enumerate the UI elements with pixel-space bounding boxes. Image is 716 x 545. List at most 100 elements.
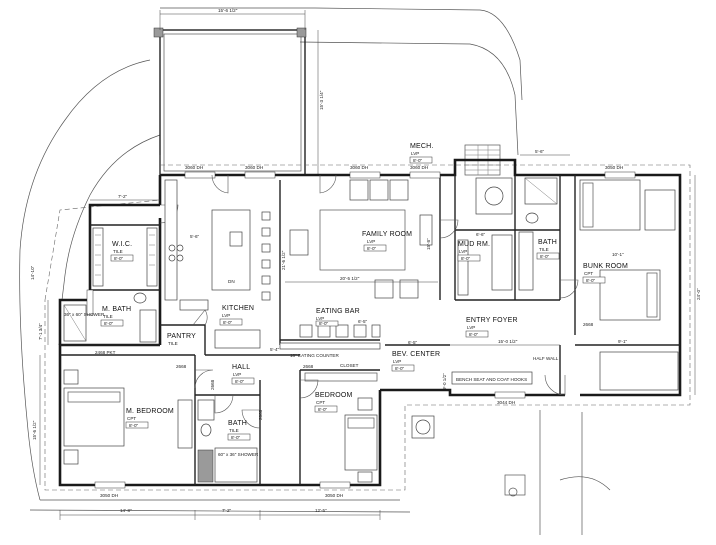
label-m-bedroom: M. BEDROOM [126, 408, 174, 415]
svg-text:TILE: TILE [168, 341, 178, 346]
label-family-room: FAMILY ROOM [362, 231, 412, 238]
label-mech: MECH. [410, 143, 434, 150]
label-pantry: PANTRY [167, 333, 196, 340]
svg-text:LVP: LVP [393, 359, 401, 364]
svg-text:8'-0": 8'-0" [395, 366, 405, 371]
svg-text:8'-0": 8'-0" [469, 332, 479, 337]
note-bench: BENCH SEAT AND COAT HOOKS [456, 377, 527, 382]
svg-text:8'-0": 8'-0" [413, 158, 423, 163]
label-bedroom: BEDROOM [315, 392, 353, 399]
note-mbath-shower: 36" x 60" SHOWER [64, 312, 105, 317]
dim-hall-width: 5'-4" [270, 347, 280, 352]
dim-right-side: 24'-0" [696, 288, 701, 300]
dim-mbed-side: 15'-6 1/2" [32, 420, 37, 440]
svg-text:8'-0": 8'-0" [461, 256, 471, 261]
dim-bev: 6'-5" [408, 340, 418, 345]
deck-outline [44, 164, 691, 491]
dim-wic-top: 7'-2" [118, 194, 128, 199]
eating-bar: 18" EATING COUNTER [279, 324, 381, 358]
svg-text:8'-0": 8'-0" [318, 407, 328, 412]
window-bunk: 3050 DH [605, 165, 623, 170]
mech-mud-fixtures [457, 177, 558, 296]
svg-text:TILE: TILE [103, 314, 113, 319]
room-labels: FAMILY ROOM LVP 8'-0" KITCHEN LVP 8'-0" … [100, 143, 628, 441]
svg-text:LVP: LVP [467, 325, 475, 330]
svg-text:8'-0": 8'-0" [231, 435, 241, 440]
dim-bunk-width: 10'-1" [612, 252, 624, 257]
dim-door-2668-b: 2668 [303, 364, 314, 369]
label-bath-upper: BATH [538, 239, 557, 246]
dim-mud-width: 6'-6" [476, 232, 486, 237]
family-room-furniture: 20'-5 1/2" [285, 179, 438, 299]
kitchen-fixtures [164, 179, 271, 349]
note-eating-counter: 18" EATING COUNTER [290, 353, 339, 358]
svg-text:CPT: CPT [127, 416, 136, 421]
svg-text:8'-0": 8'-0" [540, 254, 550, 259]
svg-text:TILE: TILE [229, 428, 239, 433]
mbath-fixtures: 36" x 60" SHOWER [63, 292, 157, 343]
label-kitchen: KITCHEN [222, 305, 254, 312]
label-entry-foyer: ENTRY FOYER [466, 317, 518, 324]
svg-text:TILE: TILE [113, 249, 123, 254]
note-half-wall: HALF WALL [533, 356, 559, 361]
svg-text:8'-0": 8'-0" [129, 423, 139, 428]
dim-left-side2: 14'-10" [30, 265, 35, 280]
svg-text:8'-0": 8'-0" [114, 256, 124, 261]
dim-left-side: 7'-1 3/4" [38, 323, 43, 340]
dim-deck-width: 15'-6 1/2" [218, 8, 238, 13]
dim-eating-width: 6'-5" [358, 319, 368, 324]
dim-door-2668-d: 2668 [210, 379, 215, 390]
dim-deck-depth: 15'-3 1/4" [319, 90, 324, 110]
dim-door-2668-e: 2668 [258, 409, 263, 420]
svg-text:8'-0": 8'-0" [367, 246, 377, 251]
dim-bottom-left: 14'-8" [120, 508, 132, 513]
wic-shelves [92, 227, 158, 287]
dim-bottom-right: 12'-5" [315, 508, 327, 513]
svg-text:LVP: LVP [222, 313, 230, 318]
window-fam-left: 3060 DH [185, 165, 203, 170]
bath-lower-fixtures: 60" x 36" SHOWER [197, 399, 259, 483]
label-hall: HALL [232, 364, 250, 371]
svg-text:LVP: LVP [367, 239, 375, 244]
dim-door-2668-c: 2668 [583, 322, 594, 327]
dim-family-height: 21'-6 1/2" [281, 250, 286, 270]
label-bath-lower: BATH [228, 420, 247, 427]
interior-walls [60, 175, 680, 485]
svg-text:8'-0": 8'-0" [235, 379, 245, 384]
label-m-bath: M. BATH [102, 306, 131, 313]
window-fam-r2: 3060 DH [410, 165, 428, 170]
window-mbed: 3050 DH [100, 493, 118, 498]
svg-text:8'-0": 8'-0" [104, 321, 114, 326]
svg-text:CPT: CPT [584, 271, 593, 276]
door-mbath-pocket: 2468 PKT [95, 350, 116, 355]
svg-text:LVP: LVP [459, 249, 467, 254]
note-bath-shower: 60" x 36" SHOWER [218, 452, 259, 457]
window-bed: 3050 DH [325, 493, 343, 498]
svg-text:8'-0": 8'-0" [586, 278, 596, 283]
svg-text:8'-0": 8'-0" [223, 320, 233, 325]
note-closet: CLOSET [340, 363, 359, 368]
label-bunk-room: BUNK ROOM [583, 263, 628, 270]
svg-text:LVP: LVP [233, 372, 241, 377]
window-fam-r1: 3060 DH [350, 165, 368, 170]
label-wic: W.I.C. [112, 241, 132, 248]
svg-text:LVP: LVP [316, 316, 324, 321]
dimensions: 14'-8" 7'-2" 12'-5" 7'-1 3/4" 15'-6 1/2"… [30, 149, 701, 520]
window-bench: 3044 DH [497, 400, 515, 405]
dim-family-width: 20'-5 1/2" [340, 276, 360, 281]
dim-foyer: 15'-0 1/2" [498, 339, 518, 344]
covered-deck: 15'-6 1/2" 15'-3 1/4" [153, 8, 324, 176]
dim-door-2668-a: 2668 [176, 364, 187, 369]
svg-text:LVP: LVP [411, 151, 419, 156]
svg-text:TILE: TILE [539, 247, 549, 252]
window-fam-mid: 3060 DH [245, 165, 263, 170]
dim-bev-side: 9'-0 1/2" [442, 373, 447, 390]
exterior-features [411, 415, 526, 497]
dim-bottom-mid: 7'-2" [222, 508, 232, 513]
label-eating-bar: EATING BAR [316, 308, 360, 315]
label-mud-room: MUD RM. [458, 241, 490, 248]
dim-mud-top: 5'-6" [535, 149, 545, 154]
svg-text:CPT: CPT [316, 400, 325, 405]
bunk-beds [579, 179, 679, 391]
